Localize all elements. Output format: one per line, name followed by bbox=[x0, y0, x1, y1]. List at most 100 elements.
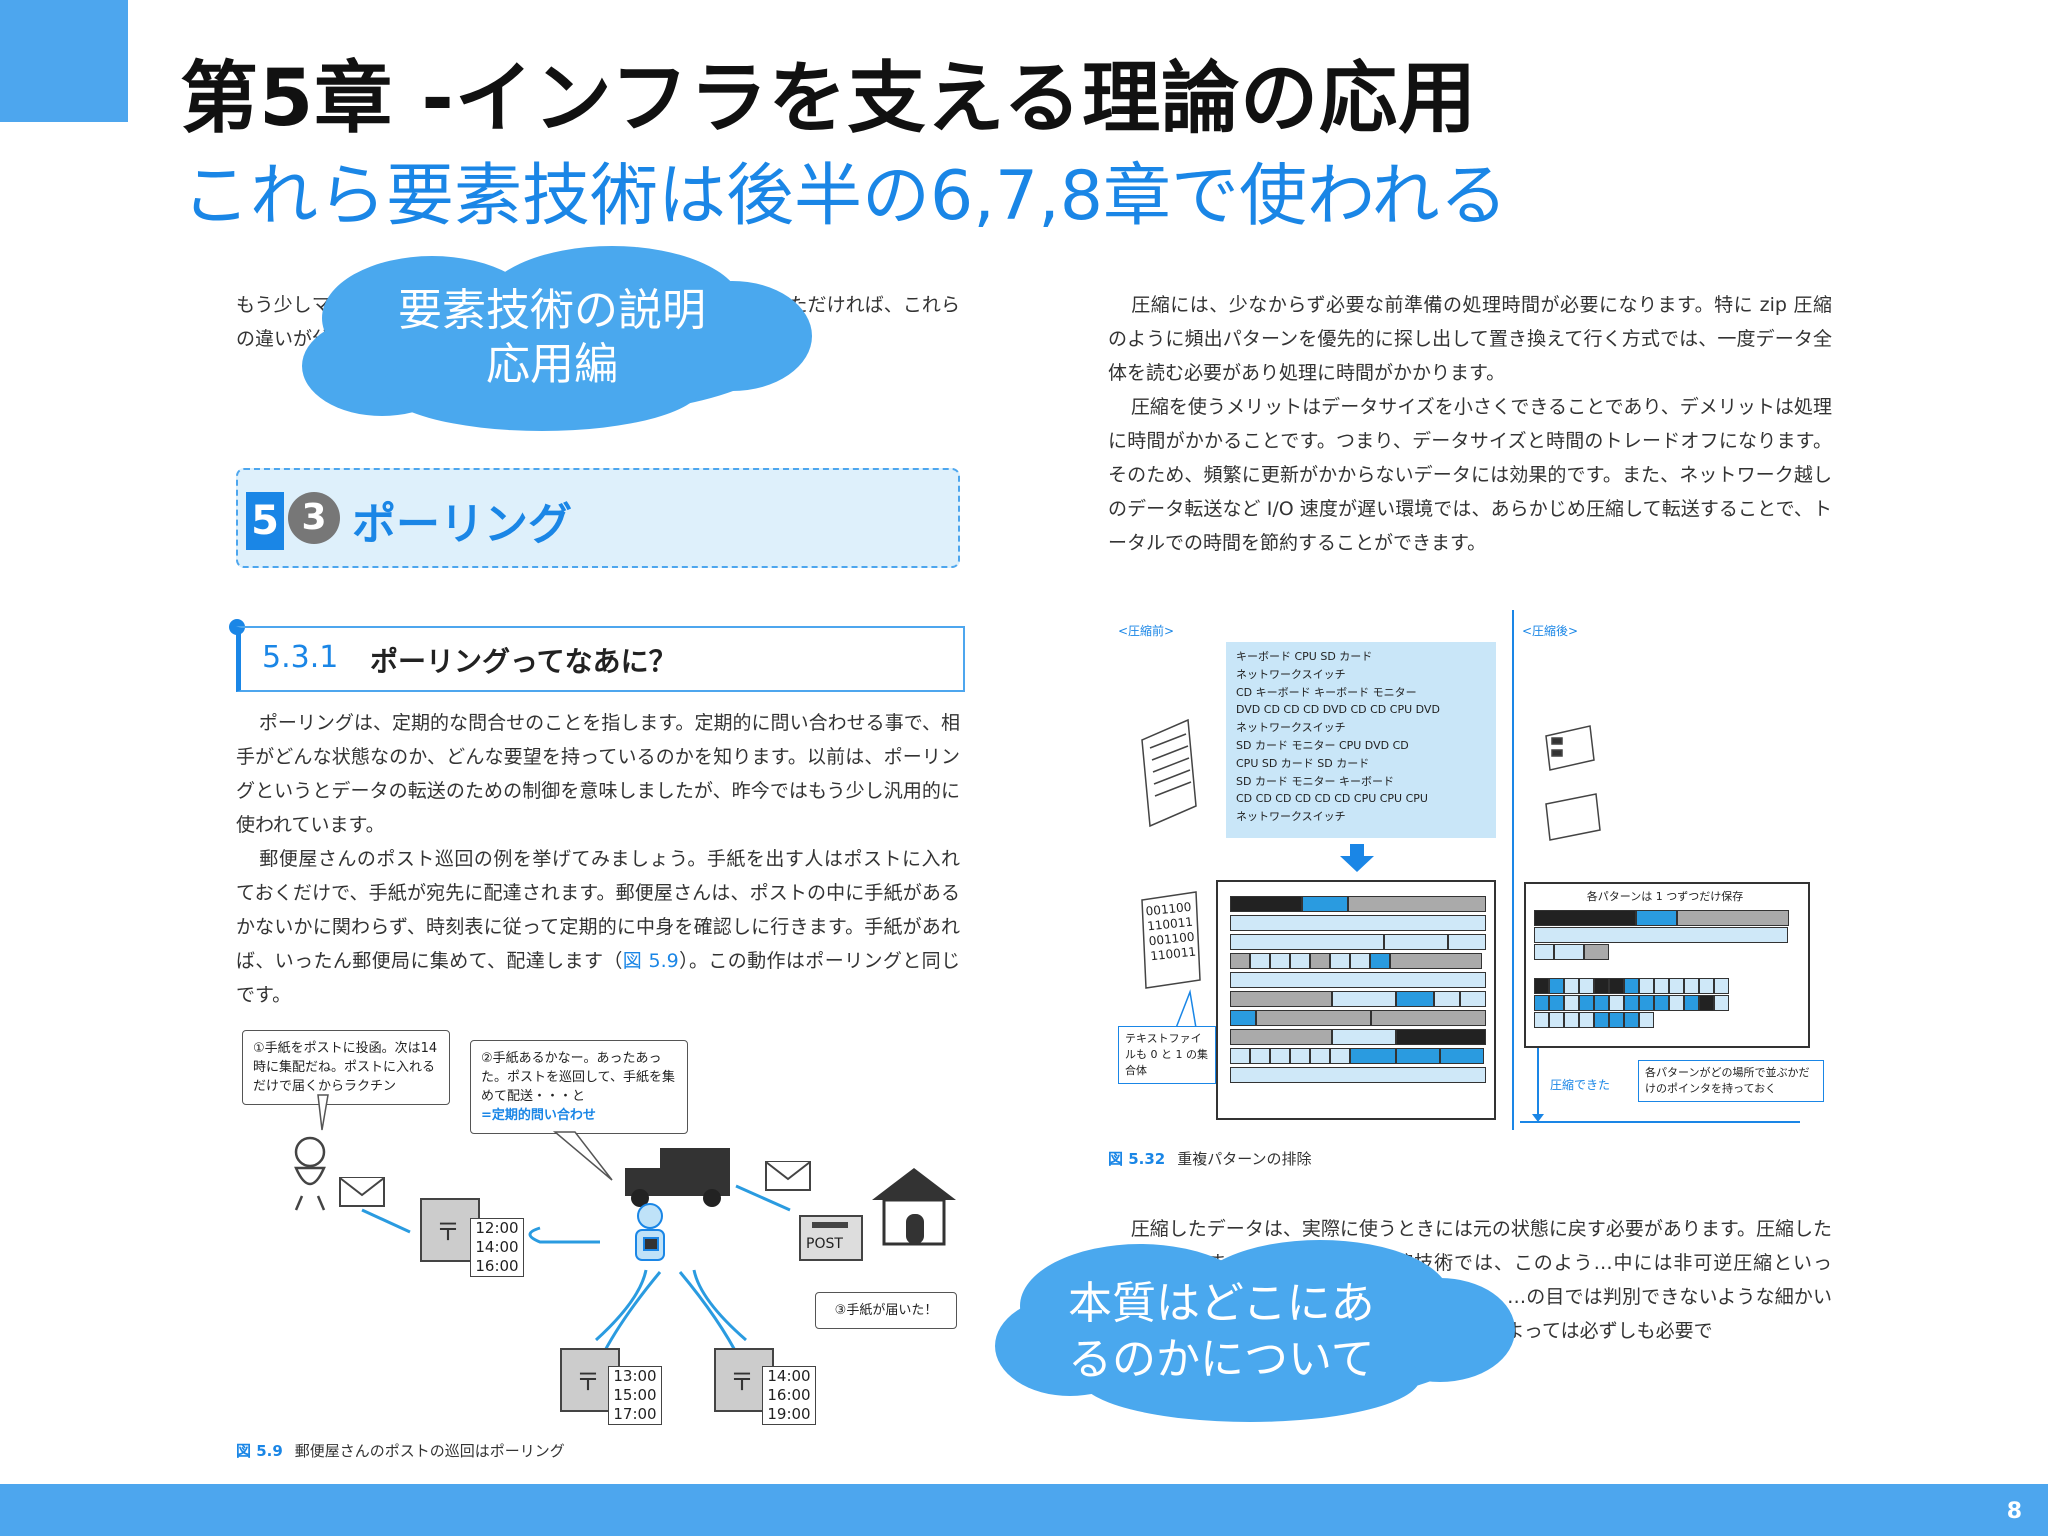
list-line: ネットワークスイッチ bbox=[1236, 810, 1346, 824]
pattern-block bbox=[1332, 1029, 1396, 1045]
pattern-block bbox=[1250, 1048, 1270, 1064]
cloud-text-bottom-right: 本質はどこにあるのかについて bbox=[1068, 1278, 1375, 1385]
pointer-note: 各パターンがどの場所で並ぶかだけのポインタを持っておく bbox=[1638, 1060, 1824, 1102]
pattern-block bbox=[1460, 991, 1486, 1007]
envelope-icon bbox=[339, 1161, 811, 1207]
pattern-block bbox=[1384, 934, 1448, 950]
speech-bubble-postman: ②手紙あるかなー。あったあった。ポストを巡回して、手紙を集めて配送・・・と =定… bbox=[470, 1040, 688, 1134]
pattern-block bbox=[1534, 910, 1636, 926]
section-number-minor: 3 bbox=[288, 492, 340, 544]
pattern-block bbox=[1250, 953, 1270, 969]
pattern-block bbox=[1624, 1012, 1639, 1028]
pattern-block bbox=[1594, 978, 1609, 994]
pattern-block bbox=[1396, 1029, 1486, 1045]
pattern-block bbox=[1584, 944, 1609, 960]
pattern-block bbox=[1390, 953, 1482, 969]
pattern-block bbox=[1549, 978, 1564, 994]
figure-divider bbox=[1512, 610, 1514, 1130]
pattern-block bbox=[1609, 978, 1624, 994]
pattern-block bbox=[1699, 978, 1714, 994]
pattern-block bbox=[1579, 1012, 1594, 1028]
cloud-text-top-left: 要素技術の説明応用編 bbox=[398, 285, 706, 390]
cloud-shape-bottom-right bbox=[995, 1240, 1515, 1422]
pattern-block bbox=[1270, 1048, 1290, 1064]
pattern-block bbox=[1350, 953, 1370, 969]
list-line: SD カード モニター キーボード bbox=[1236, 774, 1394, 788]
right-body-paragraphs: 圧縮には、少なからず必要な前準備の処理時間が必要になります。特に zip 圧縮の… bbox=[1108, 288, 1832, 560]
pattern-block bbox=[1669, 995, 1684, 1011]
text-file-callout: テキストファイルも 0 と 1 の集合体 bbox=[1118, 1026, 1216, 1084]
pattern-block bbox=[1434, 991, 1460, 1007]
pattern-block bbox=[1290, 953, 1310, 969]
pattern-block bbox=[1230, 953, 1250, 969]
pattern-block bbox=[1699, 995, 1714, 1011]
binary-line: 110011 bbox=[1149, 944, 1197, 964]
label-before-compression: <圧縮前> bbox=[1118, 624, 1175, 638]
pattern-block bbox=[1579, 995, 1594, 1011]
pattern-block bbox=[1677, 910, 1789, 926]
postman-icon bbox=[635, 1203, 665, 1261]
pattern-block bbox=[1230, 896, 1302, 912]
pattern-block bbox=[1230, 1029, 1332, 1045]
person-icon bbox=[294, 1136, 326, 1211]
pattern-block bbox=[1594, 1012, 1609, 1028]
pattern-block bbox=[1330, 1048, 1350, 1064]
list-line: ネットワークスイッチ bbox=[1236, 721, 1346, 735]
pattern-block bbox=[1396, 991, 1434, 1007]
pattern-block bbox=[1639, 978, 1654, 994]
list-line: SD カード モニター CPU DVD CD bbox=[1236, 738, 1409, 752]
after-header: 各パターンは 1 つずつだけ保存 bbox=[1586, 890, 1744, 903]
body2-end: ）。この動作はポーリングと同じです。 bbox=[236, 950, 960, 1006]
pattern-block bbox=[1714, 978, 1729, 994]
pattern-block bbox=[1624, 995, 1639, 1011]
pattern-block bbox=[1579, 978, 1594, 994]
speech-bubble-receiver: ③手紙が届いた！ bbox=[815, 1292, 957, 1329]
list-line: DVD CD CD CD DVD CD CD CPU DVD bbox=[1236, 703, 1440, 717]
section-number-major: 5 bbox=[246, 492, 284, 550]
body1-text: ポーリングは、定期的な問合せのことを指します。定期的に問い合わせる事で、相手がど… bbox=[236, 712, 960, 836]
truck-icon bbox=[625, 1148, 730, 1207]
list-line: ネットワークスイッチ bbox=[1236, 667, 1346, 681]
pattern-block bbox=[1624, 978, 1639, 994]
pattern-block bbox=[1370, 953, 1390, 969]
pattern-block bbox=[1639, 995, 1654, 1011]
pattern-block bbox=[1332, 991, 1396, 1007]
body2-text: 郵便屋さんのポスト巡回の例を挙げてみましょう。手紙を出す人はポストに入れておくだ… bbox=[236, 848, 960, 972]
pattern-block bbox=[1371, 1010, 1486, 1026]
pattern-block bbox=[1230, 991, 1332, 1007]
pattern-block bbox=[1669, 978, 1684, 994]
page-number: 8 bbox=[2006, 1499, 2022, 1524]
pattern-block bbox=[1290, 1048, 1310, 1064]
pattern-block bbox=[1230, 1067, 1486, 1083]
down-arrow-icon bbox=[1340, 844, 1374, 872]
list-line: CD キーボード キーボード モニター bbox=[1236, 685, 1417, 699]
pattern-block bbox=[1554, 944, 1584, 960]
pattern-block bbox=[1714, 995, 1729, 1011]
pattern-block bbox=[1534, 1012, 1549, 1028]
list-line: CD CD CD CD CD CD CPU CPU CPU bbox=[1236, 792, 1428, 806]
pattern-block bbox=[1654, 995, 1669, 1011]
house-icon bbox=[872, 1168, 956, 1246]
section-title: ポーリング bbox=[352, 499, 572, 550]
pattern-block bbox=[1256, 1010, 1371, 1026]
page-subtitle: これら要素技術は後半の6,7,8章で使われる bbox=[182, 157, 1508, 236]
section-heading-box bbox=[236, 468, 960, 568]
pattern-block bbox=[1348, 896, 1486, 912]
pattern-block bbox=[1564, 1012, 1579, 1028]
cloud-shape-top-left bbox=[302, 246, 812, 431]
corner-accent bbox=[0, 0, 128, 122]
list-line: キーボード CPU SD カード bbox=[1236, 650, 1373, 663]
text-document-icon bbox=[1141, 718, 1197, 828]
figure-ref-5-9[interactable]: 図 5.9 bbox=[622, 950, 679, 972]
pattern-block bbox=[1534, 978, 1549, 994]
compressed-label: 圧縮できた bbox=[1550, 1078, 1611, 1092]
pattern-block bbox=[1639, 1012, 1654, 1028]
pattern-block bbox=[1534, 995, 1549, 1011]
pattern-block bbox=[1564, 995, 1579, 1011]
subsection-heading-box bbox=[236, 626, 965, 692]
pattern-block bbox=[1448, 934, 1486, 950]
pattern-block bbox=[1230, 1048, 1250, 1064]
